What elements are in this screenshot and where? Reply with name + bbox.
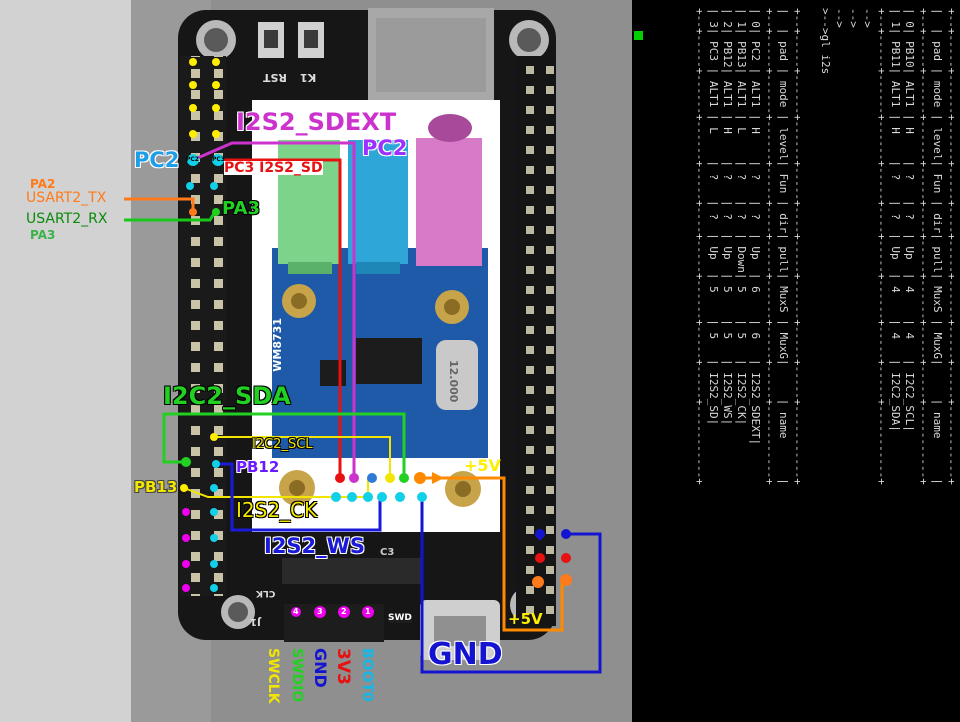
silk-clk: CLK — [256, 588, 276, 598]
wire-i2s2-sd — [218, 158, 342, 478]
pink-audio-jack — [416, 138, 482, 266]
label-boot0: BOOT0 — [359, 648, 375, 702]
label-pa2: PA2 — [30, 177, 56, 191]
left-header-pin-markers — [180, 58, 224, 592]
label-pa3-right: PA3 — [222, 198, 260, 219]
wire-gnd — [420, 500, 602, 674]
pin-pc2-label: PC2 — [186, 156, 199, 163]
silk-rst: RST — [263, 71, 287, 84]
terminal-prompt-line: --> — [847, 8, 860, 28]
silk-j1: J1 — [250, 616, 261, 627]
label-i2c2-scl: I2C2_SCL — [252, 437, 313, 452]
silk-k1: K1 — [300, 71, 317, 84]
codec-chip — [356, 338, 422, 384]
silk-wm8731: WM8731 — [271, 318, 284, 372]
wire-i2s2-ck — [183, 478, 369, 498]
label-gnd: GND — [428, 637, 503, 672]
label-i2s2-ws: I2S2_WS — [264, 534, 365, 558]
terminal-table1-row: | 3| PC3 | ALT1 | L | ? | ? | Up | 5 | 5… — [707, 8, 720, 426]
left-pin-header — [180, 56, 226, 596]
wire-i2s2-ws — [216, 462, 382, 532]
label-pb13: PB13 — [134, 478, 178, 496]
swd-pin-num-2: 2 — [341, 607, 347, 616]
label-pc2-left: PC2 — [134, 148, 180, 172]
silk-crystal: 12.000 — [447, 360, 460, 403]
label-usart2-tx: USART2_TX — [26, 190, 107, 206]
terminal-content: +--+-----+------+------+-----+----+-----… — [632, 0, 960, 722]
swd-pin-num-3: 3 — [317, 607, 323, 616]
terminal-table1-row: | 1| PB13| ALT1 | L | ? | ? | Down| 5 | … — [735, 8, 748, 426]
terminal-prompt-line: --> — [833, 8, 846, 28]
label-usart2-rx: USART2_RX — [26, 211, 108, 227]
pin-pc3-label: PC3 — [212, 156, 225, 163]
terminal-separator: +--+-----+------+------+-----+----+-----… — [875, 8, 888, 485]
terminal-table1-row: | 2| PB12| ALT1 | H | ? | ? | Up | 5 | 5… — [721, 8, 734, 426]
wire-i2c2-sda — [162, 412, 406, 478]
terminal-table2-header: | | pad | mode | level| Fun | dir| pull|… — [931, 8, 944, 485]
wire-usart2-tx — [124, 197, 195, 212]
swd-pin-num-4: 4 — [293, 607, 299, 616]
terminal-cursor — [634, 31, 643, 40]
terminal-separator: +--+-----+------+------+-----+----+-----… — [763, 8, 776, 485]
silk-swd: SWD — [388, 613, 412, 623]
label-pc2-right: PC2 — [362, 136, 408, 160]
swd-pin-num-1: 1 — [365, 607, 371, 616]
terminal-prompt-line: --> — [861, 8, 874, 28]
label-plus5v-bottom: +5V — [508, 610, 543, 628]
label-i2s2-sdext: I2S2_SDEXT — [236, 108, 397, 136]
wire-plus5v — [420, 476, 564, 632]
label-pa3-bottom: PA3 — [30, 228, 56, 242]
right-pin-header — [516, 56, 556, 626]
wire-i2c2-scl — [216, 436, 391, 478]
terminal-prompt-line: >-->gl i2s — [819, 8, 832, 75]
lower-connector — [282, 558, 422, 584]
label-pb12: PB12 — [236, 458, 280, 476]
left-margin-bg — [0, 0, 131, 722]
terminal-window[interactable]: +--+-----+------+------+-----+----+-----… — [632, 0, 960, 722]
blue-audio-jack — [348, 140, 408, 264]
terminal-table1-header: | | pad | mode | level| Fun | dir| pull|… — [777, 8, 790, 485]
silk-c3: C3 — [380, 547, 395, 558]
label-i2c2-sda: I2C2_SDA — [163, 382, 291, 410]
terminal-table1-row: | 0| PC2 | ALT1 | H | ? | ? | Up | 6 | 6… — [749, 8, 762, 446]
terminal-table2-row: | 1| PB11| ALT1 | H | ? | ? | Up | 4 | 4… — [889, 8, 902, 432]
terminal-separator: +--+-----+------+------+-----+----+-----… — [693, 8, 706, 485]
crystal — [436, 340, 478, 410]
label-gnd-pin: GND — [311, 648, 330, 688]
swd-pin-markers — [291, 606, 374, 618]
label-3v3: 3V3 — [333, 648, 353, 685]
wire-i2s2-sdext — [192, 141, 356, 478]
terminal-separator: +--+-----+------+------+-----+----+-----… — [917, 8, 930, 485]
label-pc3-i2s2-sd: PC3 I2S2_SD — [224, 160, 323, 176]
terminal-separator: +--+-----+------+------+-----+----+-----… — [791, 8, 804, 485]
terminal-separator: +--+-----+------+------+-----+----+-----… — [945, 8, 958, 485]
label-swdio: SWDIO — [289, 648, 305, 703]
label-plus5v-top: +5V — [464, 456, 501, 475]
right-header-pin-markers — [532, 529, 572, 588]
label-swclk: SWCLK — [265, 648, 281, 704]
module-pins — [331, 472, 427, 502]
label-i2s2-ck: I2S2_CK — [236, 498, 318, 522]
terminal-table2-row: | 0| PB10| ALT1 | H | ? | ? | Up | 4 | 4… — [903, 8, 916, 432]
